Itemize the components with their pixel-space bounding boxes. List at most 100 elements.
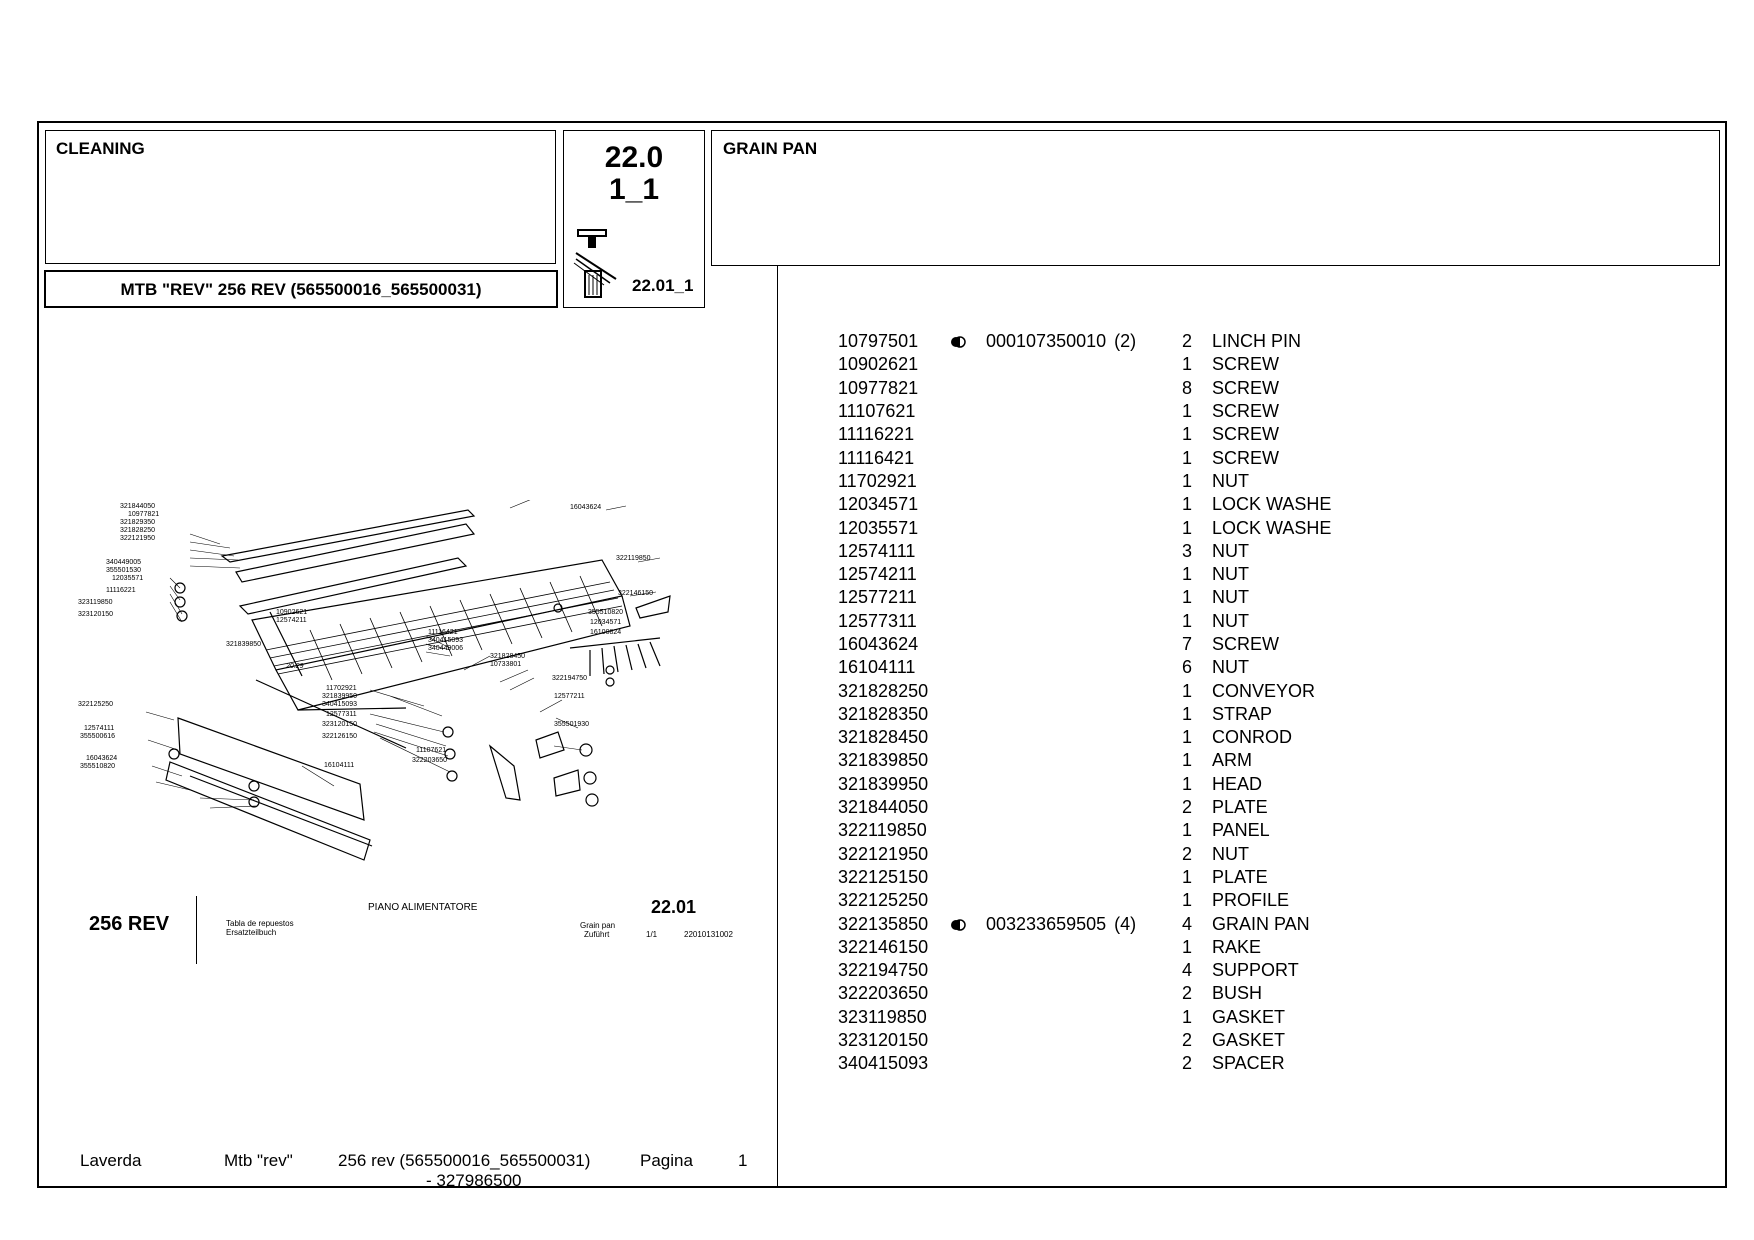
part-number: 322146150 <box>838 936 929 957</box>
svg-text:11116421: 11116421 <box>428 629 458 636</box>
interchange-mark <box>950 377 986 400</box>
column-divider <box>777 266 778 1186</box>
footer-page-label: Pagina <box>640 1151 693 1170</box>
part-quantity: 1 <box>1182 447 1193 468</box>
part-quantity: 1 <box>1182 890 1193 911</box>
alternate-part <box>986 470 1182 493</box>
part-description: SUPPORT <box>1212 960 1299 981</box>
footer-brand: Laverda <box>80 1151 142 1170</box>
alternate-part <box>986 982 1182 1005</box>
svg-text:322146150: 322146150 <box>618 590 653 597</box>
svg-text:340449005: 340449005 <box>106 559 141 566</box>
interchange-mark <box>950 353 986 376</box>
subsection-title: GRAIN PAN <box>723 139 818 158</box>
part-quantity: 1 <box>1182 820 1193 841</box>
interchange-mark <box>950 796 986 819</box>
part-description: SCREW <box>1212 424 1279 445</box>
part-description: NUT <box>1212 540 1249 561</box>
part-quantity: 1 <box>1182 564 1193 585</box>
svg-text:321828250: 321828250 <box>120 527 155 534</box>
part-quantity: 2 <box>1182 1030 1193 1051</box>
svg-text:355500616: 355500616 <box>80 733 115 740</box>
part-description: ARM <box>1212 750 1252 771</box>
model-title: MTB "REV" 256 REV (565500016_565500031) <box>120 280 482 299</box>
alternate-part-number: 003233659505 <box>986 913 1107 934</box>
svg-text:12034571: 12034571 <box>590 619 621 626</box>
part-quantity: 1 <box>1182 517 1193 538</box>
alternate-part <box>986 1052 1182 1075</box>
interchange-mark <box>950 656 986 679</box>
svg-text:11107621: 11107621 <box>416 747 446 754</box>
part-quantity: 1 <box>1182 494 1193 515</box>
part-number: 323120150 <box>838 1030 929 1051</box>
alternate-part <box>986 959 1182 982</box>
part-number: 12035571 <box>838 517 919 538</box>
svg-text:322194750: 322194750 <box>552 675 587 682</box>
part-number: 322119850 <box>838 820 927 841</box>
alternate-part <box>986 889 1182 912</box>
alternate-part <box>986 796 1182 819</box>
part-description: NUT <box>1212 657 1249 678</box>
svg-text:322126150: 322126150 <box>322 733 357 740</box>
part-quantity: 2 <box>1182 1053 1193 1074</box>
part-description: GRAIN PAN <box>1212 913 1310 934</box>
alternate-part <box>986 843 1182 866</box>
svg-text:321839950: 321839950 <box>322 693 357 700</box>
alternate-part <box>986 540 1182 563</box>
footer-model: 256 rev (565500016_565500031) <box>338 1151 591 1170</box>
part-description: PLATE <box>1212 866 1268 887</box>
alternate-part <box>986 703 1182 726</box>
svg-text:322203650: 322203650 <box>412 757 447 764</box>
drawing-model-label: 256 REV <box>89 913 170 935</box>
part-number: 12577311 <box>838 610 917 631</box>
title-block-divider <box>196 896 197 964</box>
callout-label: 321844050 <box>120 503 155 510</box>
svg-text:322119850: 322119850 <box>616 555 651 562</box>
part-description: GASKET <box>1212 1006 1286 1027</box>
part-number: 16104111 <box>838 657 916 678</box>
interchange-mark <box>950 586 986 609</box>
part-quantity: 1 <box>1182 401 1193 422</box>
svg-text:16104111: 16104111 <box>324 762 354 769</box>
alternate-part <box>986 1006 1182 1029</box>
part-number: 322135850 <box>838 913 929 934</box>
part-description: SCREW <box>1212 354 1279 375</box>
part-description: NUT <box>1212 564 1249 585</box>
section-box: CLEANING <box>45 130 556 264</box>
interchange-mark <box>950 726 986 749</box>
drawing-fig-number: 22.01 <box>651 897 697 917</box>
alternate-part <box>986 726 1182 749</box>
part-number: 322125150 <box>838 866 929 887</box>
part-description: SCREW <box>1212 634 1279 654</box>
part-number: 322203650 <box>838 983 929 1004</box>
interchange-mark <box>950 516 986 539</box>
drawing-note-mid-1: Grain pan <box>580 921 616 930</box>
part-description: NUT <box>1212 843 1249 864</box>
part-quantity: 3 <box>1182 540 1193 561</box>
part-quantity: 4 <box>1182 913 1193 934</box>
part-number: 322125250 <box>838 890 929 911</box>
part-description: SCREW <box>1212 377 1279 398</box>
interchange-mark <box>950 540 986 563</box>
svg-text:12574111: 12574111 <box>84 725 114 732</box>
part-quantity: 1 <box>1182 750 1193 771</box>
alternate-part-number: 000107350010 <box>986 331 1107 352</box>
part-description: SPACER <box>1212 1053 1285 1074</box>
interchange-mark <box>950 470 986 493</box>
part-number: 12577211 <box>838 587 917 608</box>
svg-text:321839850: 321839850 <box>226 641 261 648</box>
alternate-part <box>986 353 1182 376</box>
